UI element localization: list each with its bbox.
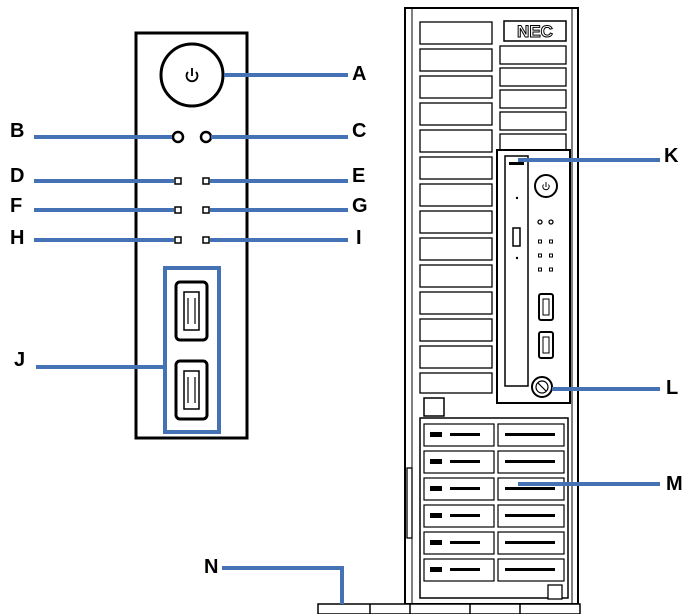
label-e: E — [352, 165, 366, 187]
label-j: J — [14, 349, 26, 371]
label-f: F — [10, 195, 23, 217]
led-d — [174, 177, 182, 185]
label-k: K — [664, 145, 679, 167]
label-l: L — [666, 377, 679, 399]
led-i — [202, 236, 210, 244]
label-h: H — [10, 227, 25, 249]
label-g: G — [352, 195, 368, 217]
brand-plate — [503, 20, 567, 42]
power-icon — [185, 68, 199, 83]
indicator-b — [171, 130, 185, 144]
label-m: M — [666, 473, 683, 495]
server-tower: NEC — [317, 7, 581, 614]
brand-logo: NEC — [517, 22, 553, 41]
usb-group-highlight — [163, 266, 221, 434]
label-a: A — [352, 63, 367, 85]
intrusion-switch — [423, 397, 445, 417]
label-b: B — [10, 120, 25, 142]
leader-lines — [34, 73, 660, 604]
label-i: I — [356, 227, 362, 249]
control-panel-closeup — [134, 31, 249, 440]
label-n: N — [204, 556, 219, 578]
led-h — [174, 236, 182, 244]
tower-power-icon — [542, 182, 550, 191]
leader-n — [222, 566, 344, 604]
drive-bays — [423, 423, 565, 582]
drive-eject-slot — [512, 227, 521, 247]
led-e — [202, 177, 210, 185]
stabilizer-foot — [317, 603, 581, 614]
usb-port-upper — [174, 280, 209, 342]
label-c: C — [352, 120, 367, 142]
indicator-c — [199, 130, 213, 144]
upper-right-vents — [499, 45, 567, 151]
side-handle — [406, 467, 413, 539]
led-f — [174, 206, 182, 214]
drive-bay-details — [430, 432, 555, 572]
usb-port-lower — [174, 359, 209, 421]
led-g — [202, 206, 210, 214]
upper-left-vents — [419, 21, 493, 394]
optical-drive-bay — [504, 155, 529, 387]
label-d: D — [10, 165, 25, 187]
